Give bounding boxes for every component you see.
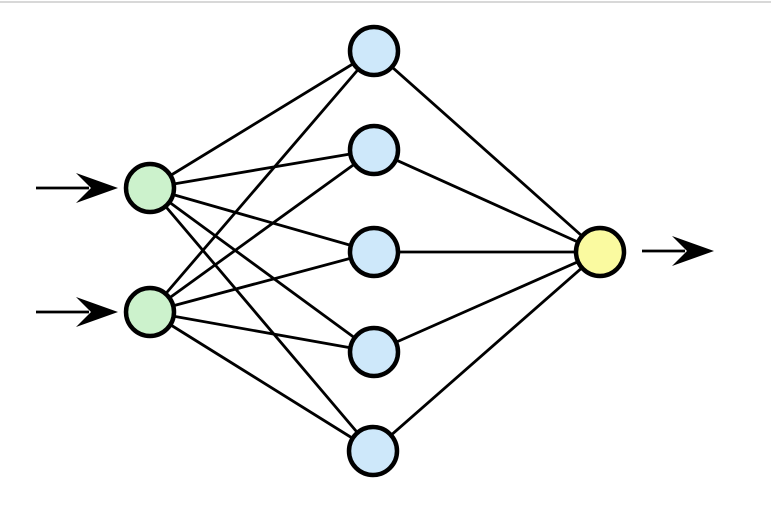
edge-i1-h5	[148, 187, 375, 452]
edge-h2-o1	[373, 148, 601, 254]
input-arrow-2-head	[76, 297, 118, 327]
edge-h5-o1	[372, 250, 601, 453]
hidden-node-h4	[347, 325, 401, 379]
edge-i2-h3	[149, 250, 375, 314]
edge-i1-h2	[149, 148, 375, 190]
input-arrow-1-head	[76, 173, 118, 203]
edge-i2-h5	[149, 310, 374, 453]
edge-h4-o1	[373, 250, 601, 354]
edge-i2-h4	[149, 310, 375, 354]
input-node-i2	[123, 285, 177, 339]
edge-i2-h1	[148, 50, 376, 313]
hidden-node-h2	[347, 123, 401, 177]
hidden-node-h1	[347, 24, 401, 78]
hidden-node-h5	[346, 424, 400, 478]
edge-h1-o1	[373, 49, 601, 254]
input-node-i1	[123, 161, 177, 215]
window-top-border	[0, 1, 771, 3]
hidden-node-h3	[347, 225, 401, 279]
edge-i2-h2	[149, 148, 375, 314]
output-arrow-head	[672, 236, 714, 266]
output-node-o1	[573, 225, 627, 279]
edge-i1-h4	[149, 186, 375, 354]
edge-i1-h1	[149, 49, 375, 190]
edge-i1-h3	[149, 186, 375, 254]
